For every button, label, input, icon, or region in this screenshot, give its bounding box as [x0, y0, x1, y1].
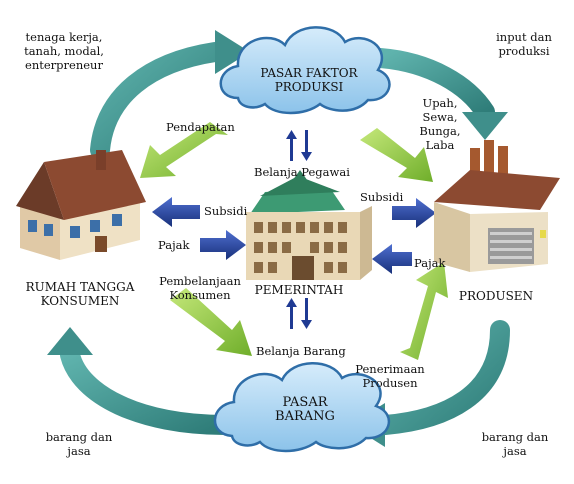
factory-icon: [434, 140, 560, 272]
flow-label-tax-right: Pajak: [414, 256, 446, 270]
tax-right-arrow: [372, 244, 412, 274]
households-label: RUMAH TANGGA KONSUMEN: [25, 280, 135, 308]
flow-label-goods-services-left: barang dan jasa: [45, 430, 113, 458]
goods-market-cloud: [213, 362, 391, 453]
tax-left-arrow: [200, 230, 246, 260]
green-flow-arrows: [140, 122, 448, 360]
arrow-producers-to-goods-market: [375, 320, 510, 435]
income-arrow: [140, 122, 228, 178]
government-label: PEMERINTAH: [254, 283, 344, 297]
blue-vertical-arrows: [286, 130, 312, 329]
goods-market-label: PASAR BARANG: [275, 395, 335, 424]
factor-payment-arrow: [360, 128, 433, 182]
factor-market-cloud: [219, 26, 391, 115]
consumer-spending-arrow: [170, 288, 252, 356]
flow-label-income: Pendapatan: [166, 120, 235, 134]
flow-label-tax-left: Pajak: [158, 238, 190, 252]
arrow-factor-market-to-producers: [370, 48, 495, 122]
flow-label-factors: tenaga kerja, tanah, modal, enterpreneur: [24, 30, 104, 72]
arrowhead-to-producers: [462, 112, 508, 140]
arrow-households-to-factor-market: [90, 42, 225, 160]
arrowhead-to-factor-market: [215, 30, 250, 74]
arrow-goods-market-to-households: [60, 345, 235, 435]
flow-label-producer-revenue: Penerimaan Produsen: [355, 362, 425, 390]
flow-label-gov-employee-spending: Belanja Pegawai: [254, 165, 350, 179]
government-building-icon: [246, 170, 372, 280]
flow-label-factor-payments: Upah, Sewa, Bunga, Laba: [419, 96, 461, 152]
flow-label-goods-services-right: barang dan jasa: [481, 430, 549, 458]
flow-label-subsidy-right: Subsidi: [360, 190, 404, 204]
producers-label: PRODUSEN: [458, 289, 534, 303]
blue-flow-arrows: [152, 197, 436, 274]
flow-label-input-production: input dan produksi: [496, 30, 552, 58]
factor-market-label: PASAR FAKTOR PRODUKSI: [260, 66, 358, 94]
house-icon: [16, 150, 146, 260]
producer-revenue-arrow: [400, 262, 448, 360]
flow-label-gov-goods-spending: Belanja Barang: [256, 344, 346, 358]
flow-label-subsidy-left: Subsidi: [204, 204, 248, 218]
teal-flow-arrows: [60, 42, 510, 435]
flow-label-consumer-spending: Pembelanjaan Konsumen: [159, 274, 241, 302]
subsidy-left-arrow: [152, 197, 200, 227]
subsidy-right-arrow: [392, 198, 436, 228]
arrowhead-to-households: [47, 327, 93, 355]
